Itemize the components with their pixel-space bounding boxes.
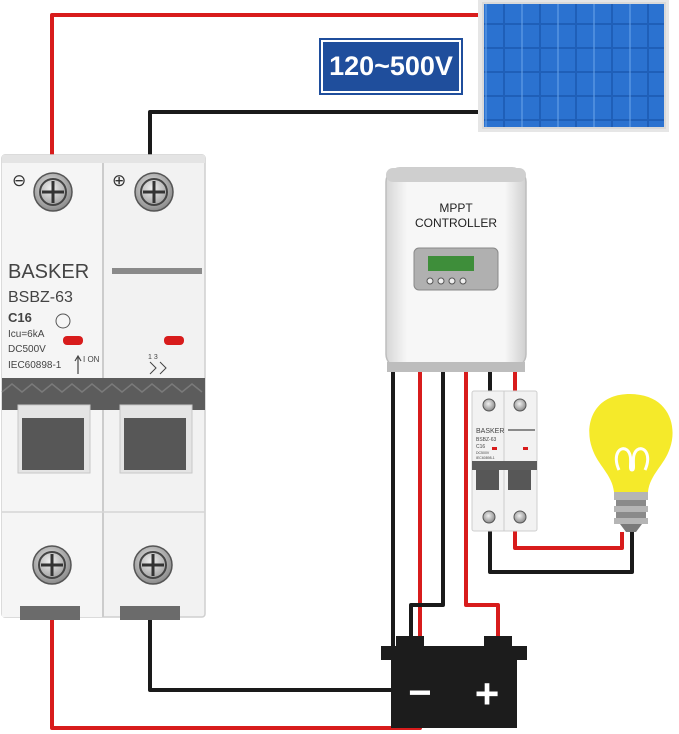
wire-load-positive bbox=[513, 370, 624, 550]
label-bar bbox=[112, 268, 202, 274]
voltage-badge: 120~500V bbox=[319, 38, 463, 95]
small-breaker-dc-rating: DC500V bbox=[476, 451, 490, 455]
small-breaker-standard: IEC60898-1 bbox=[476, 456, 495, 460]
small-breaker-brand: BASKER bbox=[476, 428, 504, 435]
battery-icon: − + bbox=[381, 636, 527, 728]
breaker-dc-rating: DC500V bbox=[8, 344, 46, 355]
screw-terminal bbox=[32, 545, 72, 585]
light-bulb-icon bbox=[589, 394, 673, 532]
wire-load-negative bbox=[488, 370, 634, 574]
controller-button[interactable] bbox=[437, 277, 445, 285]
breaker-rating: C16 bbox=[8, 310, 32, 325]
wire-pv-positive bbox=[50, 13, 485, 158]
controller-display bbox=[428, 256, 474, 271]
small-breaker-toggle[interactable] bbox=[476, 470, 499, 490]
on-label: I ON bbox=[83, 355, 100, 364]
controller-button[interactable] bbox=[459, 277, 467, 285]
wire-battery-positive bbox=[464, 370, 500, 640]
mppt-controller: MPPT CONTROLLER bbox=[385, 167, 527, 372]
indicator-light bbox=[63, 336, 83, 345]
breaker-brand: BASKER bbox=[8, 261, 89, 283]
small-breaker-toggle[interactable] bbox=[508, 470, 531, 490]
small-breaker-model: BSBZ-63 bbox=[476, 437, 497, 443]
screw-terminal bbox=[33, 172, 73, 212]
wire-breaker-to-controller-positive bbox=[50, 370, 422, 730]
battery-plus: + bbox=[475, 670, 500, 717]
controller-button[interactable] bbox=[426, 277, 434, 285]
screw-terminal bbox=[133, 545, 173, 585]
controller-title-line2: CONTROLLER bbox=[415, 216, 497, 230]
main-breaker: ⊖ ⊕ BASKER BSBZ-63 C16 Icu=6kA DC500V IE… bbox=[1, 154, 206, 620]
breaker-icu: Icu=6kA bbox=[8, 329, 45, 340]
breaker-standard: IEC60898-1 bbox=[8, 360, 62, 371]
screw-terminal bbox=[134, 172, 174, 212]
battery-minus: − bbox=[408, 671, 431, 715]
pole-diagram-icon bbox=[149, 361, 167, 375]
wire-battery-negative bbox=[409, 370, 445, 640]
controller-button[interactable] bbox=[448, 277, 456, 285]
wire-pv-negative bbox=[148, 110, 485, 158]
minus-symbol: ⊖ bbox=[12, 171, 26, 190]
cert-mark-icon bbox=[55, 313, 71, 329]
wire-breaker-to-controller-negative bbox=[148, 370, 395, 692]
controller-title-line1: MPPT bbox=[439, 201, 473, 215]
plus-symbol: ⊕ bbox=[112, 171, 126, 190]
breaker-model: BSBZ-63 bbox=[8, 289, 73, 306]
indicator-light bbox=[164, 336, 184, 345]
pole-marks: 1 3 bbox=[148, 354, 158, 361]
solar-panel bbox=[478, 0, 669, 132]
arrow-up-icon bbox=[74, 354, 82, 374]
small-breaker-rating: C16 bbox=[476, 444, 485, 450]
load-breaker: BASKER BSBZ-63 C16 DC500V IEC60898-1 bbox=[471, 390, 538, 532]
